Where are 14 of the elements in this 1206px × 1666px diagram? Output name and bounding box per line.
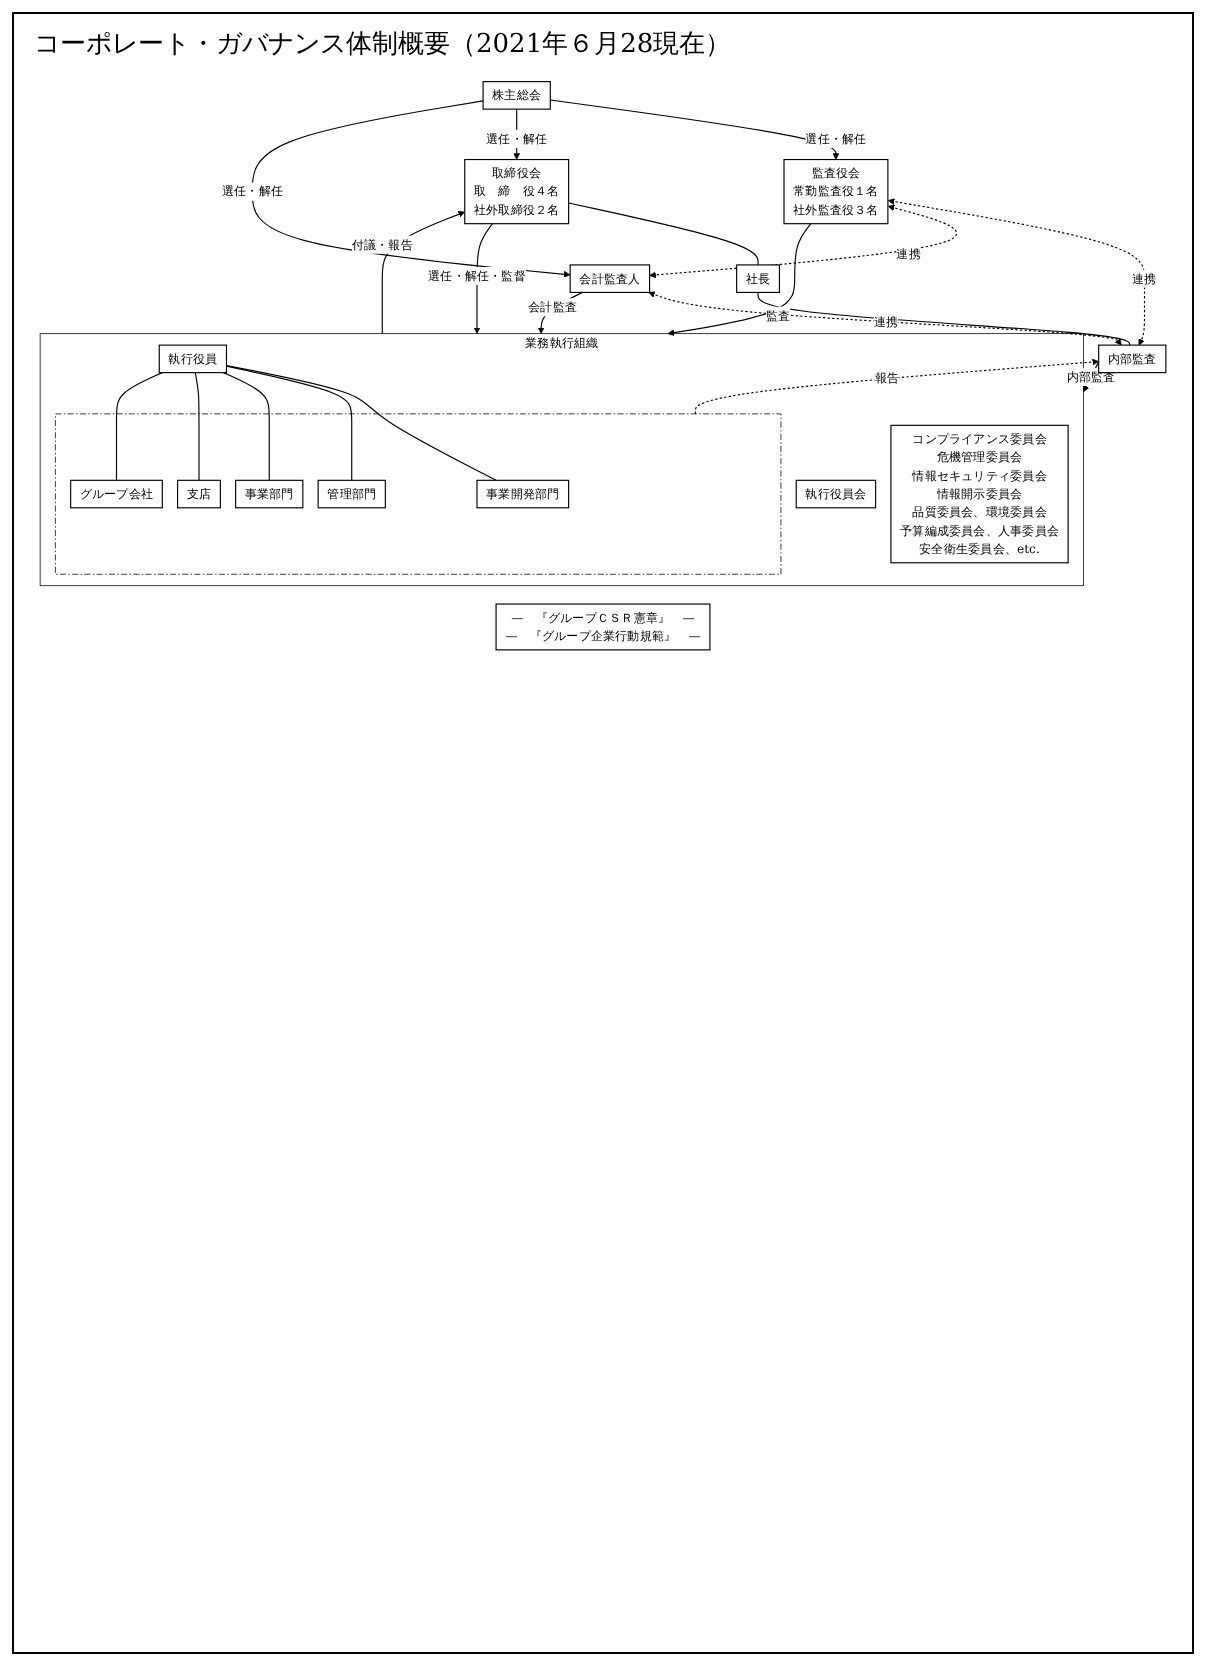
- arrow: [649, 204, 957, 279]
- connector: [222, 372, 270, 481]
- arrow: [887, 198, 1146, 346]
- connector: [194, 372, 200, 481]
- diagram-title: コーポレート・ガバナンス体制概要（2021年６月28現在）: [34, 28, 734, 62]
- arrow: [648, 291, 1122, 346]
- connector: [225, 365, 353, 481]
- arrow: [667, 223, 812, 336]
- cluster: [55, 413, 782, 575]
- connector: [225, 364, 497, 481]
- connector: [568, 202, 759, 266]
- connector: [757, 291, 1131, 346]
- arrow: [549, 99, 840, 160]
- connector: [115, 372, 163, 481]
